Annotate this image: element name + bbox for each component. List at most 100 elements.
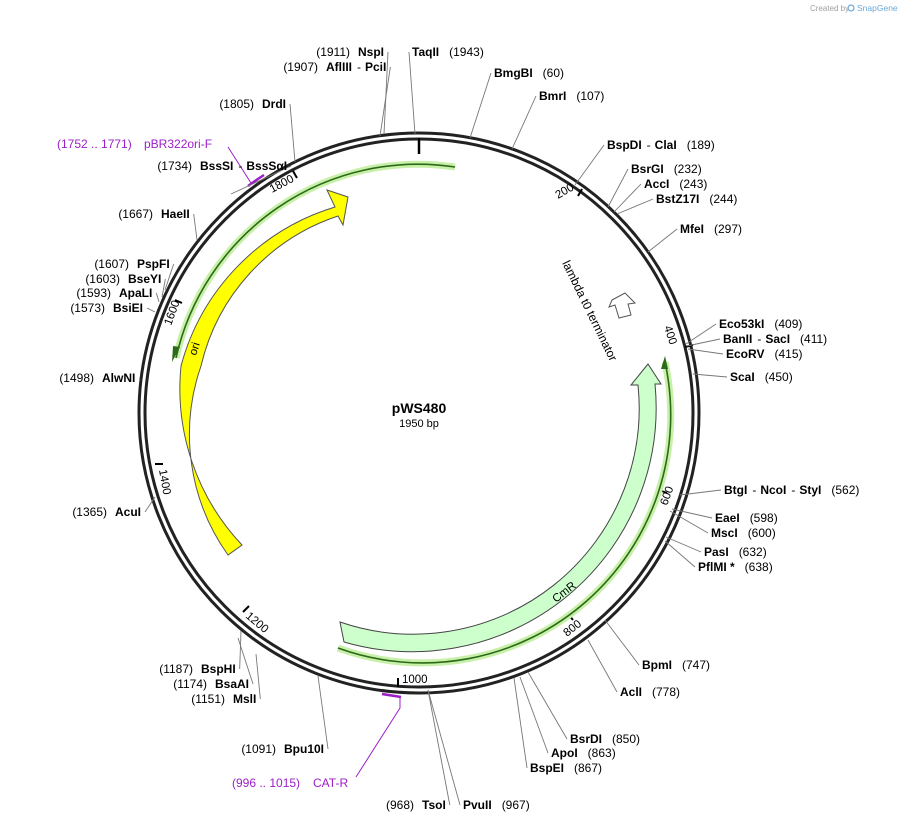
snapgene-logo-icon — [847, 4, 855, 12]
site-pos-afliii-pcii: (1907) — [283, 60, 318, 74]
leader-bsaai — [237, 637, 254, 685]
site-name-saci: SacI — [765, 332, 790, 346]
site-name-bsss-i: BssSαI — [246, 159, 287, 173]
site-name-scai: ScaI — [730, 370, 755, 384]
site-separator: - — [791, 483, 795, 497]
tick-label-1200: 1200 — [243, 610, 270, 636]
restriction-site-labels: TaqII(1943)BmgBI(60)BmrI(107)BspDI-ClaI(… — [59, 45, 859, 812]
leader-eco53ki — [685, 323, 717, 345]
site-pos-acli: (778) — [652, 685, 680, 699]
credit-brand: SnapGene — [857, 3, 898, 13]
leader-msli — [255, 653, 261, 700]
site-name-haeii: HaeII — [161, 207, 190, 221]
terminator-arrow-icon[interactable] — [608, 292, 637, 319]
leader-bsphi — [239, 630, 242, 670]
site-pos-taqii: (1943) — [449, 45, 484, 59]
leader-alwni — [138, 377, 141, 381]
leader-banii-saci — [686, 338, 721, 347]
primer-pbr322ori-f[interactable]: (1752 .. 1771) pBR322ori-F — [57, 137, 265, 188]
site-pos-pflmi: (638) — [745, 560, 773, 574]
primer-pbr322ori-f-range: (1752 .. 1771) — [57, 137, 132, 151]
tick-label-1400: 1400 — [156, 468, 172, 495]
leader-bmgbi — [469, 72, 492, 139]
site-name-pvuii: PvuII — [463, 798, 492, 812]
site-pos-bsiei: (1573) — [70, 301, 105, 315]
site-name-eaei: EaeI — [715, 511, 740, 525]
site-separator: - — [357, 60, 361, 74]
tick-label-1600: 1600 — [163, 299, 183, 327]
site-name-apali: ApaLI — [119, 286, 152, 300]
leader-acci — [613, 183, 642, 213]
leader-scai — [692, 373, 728, 378]
leader-btgi-ncoi-styi — [679, 489, 722, 496]
feature-cmr[interactable]: CmR — [336, 356, 675, 667]
site-pos-bpu10i: (1091) — [241, 742, 276, 756]
site-name-acli: AclI — [620, 685, 642, 699]
leader-bpmi — [604, 619, 640, 666]
site-name-bspdi: BspDI — [607, 138, 642, 152]
site-name-bpmi: BpmI — [642, 658, 672, 672]
site-pos-msci: (600) — [748, 526, 776, 540]
primer-cat-r-bar — [381, 692, 402, 699]
site-name-ncoi: NcoI — [760, 483, 786, 497]
plasmid-name: pWS480 — [392, 400, 447, 416]
leader-afliii-pcii — [379, 66, 391, 137]
site-pos-btgi-ncoi-styi: (562) — [831, 483, 859, 497]
site-name-msli: MslI — [233, 692, 256, 706]
site-name-pspfi: PspFI — [137, 257, 170, 271]
cmr-arrow[interactable] — [339, 363, 662, 653]
site-pos-bspdi-clai: (189) — [687, 138, 715, 152]
site-name-ecorv: EcoRV — [726, 347, 764, 361]
site-pos-scai: (450) — [765, 370, 793, 384]
site-pos-nspi: (1911) — [316, 45, 350, 59]
site-separator: - — [238, 159, 242, 173]
primer-cat-r[interactable]: (996 .. 1015) CAT-R — [232, 692, 402, 790]
site-pos-banii-saci: (411) — [800, 332, 827, 346]
site-name-acui: AcuI — [115, 505, 141, 519]
site-name-bsrdi: BsrDI — [570, 732, 602, 746]
feature-lambda-t0-terminator[interactable]: lambda t0 terminator — [559, 258, 637, 363]
leader-haeii — [193, 213, 198, 241]
leader-bsssi-bsss-i — [230, 165, 292, 195]
leader-taqii — [408, 51, 416, 135]
site-name-bsrgi: BsrGI — [631, 162, 664, 176]
site-pos-tsoi: (968) — [386, 798, 414, 812]
site-pos-bmgbi: (60) — [543, 66, 564, 80]
site-separator: - — [647, 138, 651, 152]
cmr-strand-line — [337, 361, 672, 664]
feature-ori[interactable]: ori — [172, 160, 456, 556]
leader-apali — [155, 292, 160, 303]
site-name-pcii: PciI — [365, 60, 386, 74]
site-name-nspi: NspI — [358, 45, 384, 59]
credit-created-by: Created by — [810, 4, 849, 13]
site-name-tsoi: TsoI — [422, 798, 446, 812]
ori-arrow[interactable] — [179, 189, 349, 556]
ori-strand-line — [175, 163, 456, 359]
site-name-bsssi: BssSI — [200, 159, 233, 173]
tick-label-1000: 1000 — [402, 674, 428, 686]
leader-pvuii — [427, 689, 461, 806]
site-name-bstz17i: BstZ17I — [656, 192, 699, 206]
leader-pflmi — [664, 540, 696, 568]
ori-highlight — [172, 160, 456, 359]
backbone-outer-ring — [137, 131, 701, 695]
site-pos-pspfi: (1607) — [94, 257, 129, 271]
site-pos-bpmi: (747) — [682, 658, 710, 672]
snapgene-credit: Created by SnapGene — [810, 3, 898, 13]
leader-eaei — [671, 508, 713, 519]
site-name-pflmi: PflMI * — [698, 560, 735, 574]
leader-bmri — [511, 95, 537, 150]
site-name-bsaai: BsaAI — [215, 677, 249, 691]
site-pos-bseyi: (1603) — [85, 272, 120, 286]
primer-cat-r-range: (996 .. 1015) — [232, 776, 300, 790]
leader-pspfi — [164, 263, 175, 291]
primer-cat-r-leader — [355, 697, 401, 778]
site-name-msci: MscI — [711, 526, 738, 540]
primer-pbr322ori-f-leader — [227, 146, 252, 184]
leader-acli — [587, 639, 618, 693]
ori-label: ori — [187, 341, 202, 357]
site-name-banii: BanII — [723, 332, 752, 346]
site-pos-ecorv: (415) — [774, 347, 802, 361]
tick-mark-200 — [577, 188, 583, 197]
